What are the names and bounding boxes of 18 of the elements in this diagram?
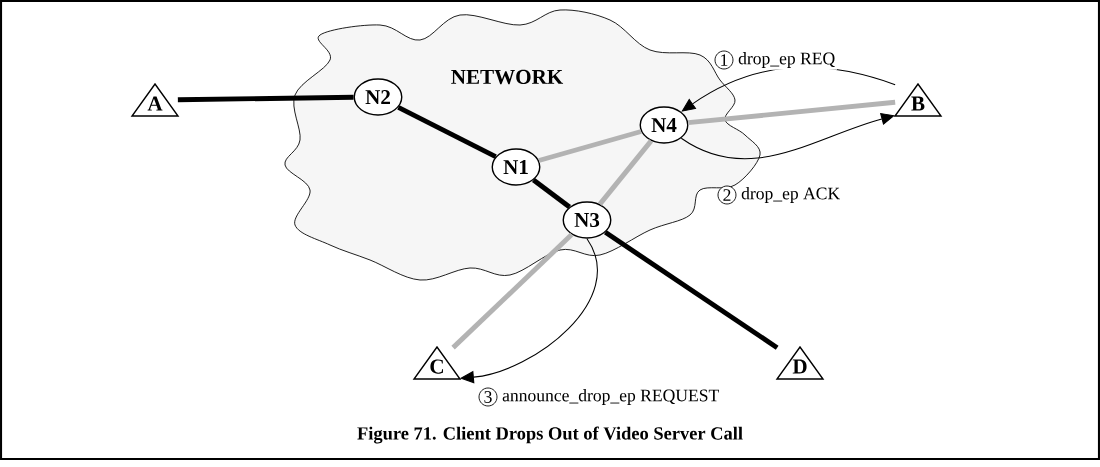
link-line [532, 178, 571, 209]
switch-node: N3 [562, 201, 612, 239]
link-line [597, 139, 654, 206]
link-line [397, 105, 497, 159]
link-line [688, 99, 896, 126]
switch-node: N2 [353, 78, 403, 116]
callout-number: 1 [714, 50, 734, 70]
switch-node: N4 [639, 106, 689, 144]
caption: Figure 71. Client Drops Out of Video Server Call [357, 426, 743, 444]
callout-number: 3 [478, 387, 498, 407]
edge-label: drop_ep REQ [736, 50, 837, 70]
callout-number: 2 [717, 185, 737, 205]
edge-label: announce_drop_ep REQUEST [500, 387, 721, 407]
link-line [604, 230, 779, 350]
switch-node: N1 [491, 148, 541, 186]
link-line [177, 94, 354, 103]
link-line [451, 232, 574, 350]
link-line [538, 129, 642, 163]
